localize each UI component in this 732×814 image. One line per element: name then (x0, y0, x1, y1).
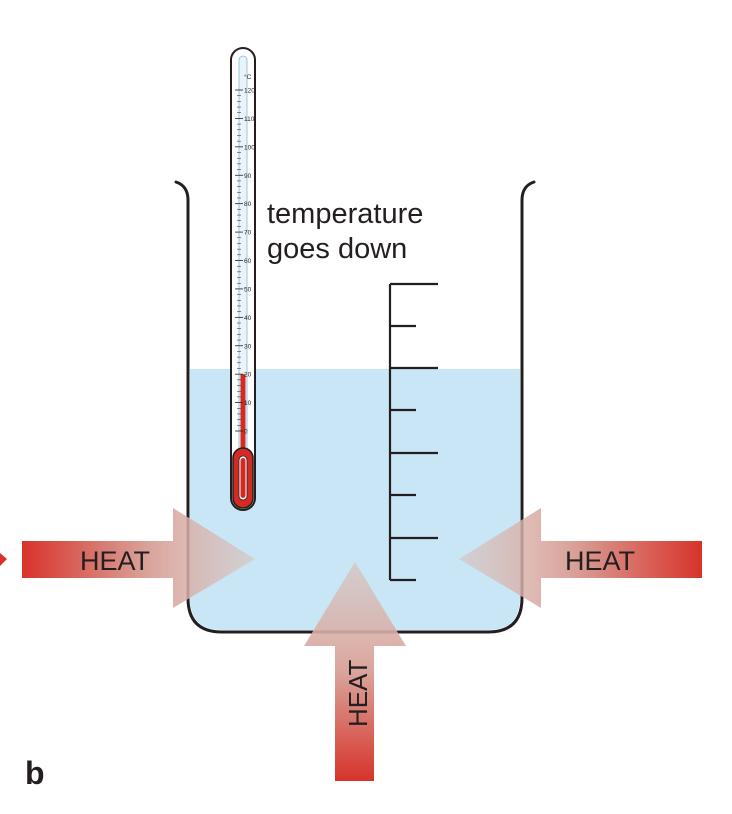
arrow-shape-right (459, 508, 702, 608)
mercury-column (240, 374, 246, 460)
heat-arrow-right: HEAT (459, 508, 702, 608)
arrow-tail-left (0, 553, 7, 566)
heat-arrow-bottom: HEAT (304, 562, 406, 781)
heat-label-left: HEAT (80, 546, 150, 576)
scale-label: 120 (244, 88, 255, 95)
heat-label-right: HEAT (565, 546, 635, 576)
thermometer-unit: °C (244, 73, 252, 81)
scale-label: 80 (244, 201, 252, 208)
arrow-shape-left (22, 508, 255, 608)
arrow-shape-bottom (304, 562, 406, 781)
scale-label: 20 (244, 372, 252, 379)
scale-label: 50 (244, 286, 252, 293)
caption-line-2: goes down (267, 233, 407, 265)
graduation-marks (388, 282, 438, 582)
scale-label: 30 (244, 343, 252, 350)
heat-label-bottom: HEAT (343, 659, 373, 727)
panel-label: b (25, 755, 45, 791)
scale-label: 0 (244, 429, 248, 436)
heat-arrow-left: HEAT (0, 508, 255, 608)
scale-label: 60 (244, 258, 252, 265)
scale-label: 100 (244, 144, 255, 151)
scale-label: 90 (244, 173, 252, 180)
scale-label: 110 (244, 116, 255, 123)
scale-label: 10 (244, 400, 252, 407)
bulb-inner (240, 458, 246, 498)
water (190, 369, 520, 630)
scale-label: 70 (244, 230, 252, 237)
scale-label: 40 (244, 315, 252, 322)
caption-line-1: temperature (267, 198, 423, 230)
